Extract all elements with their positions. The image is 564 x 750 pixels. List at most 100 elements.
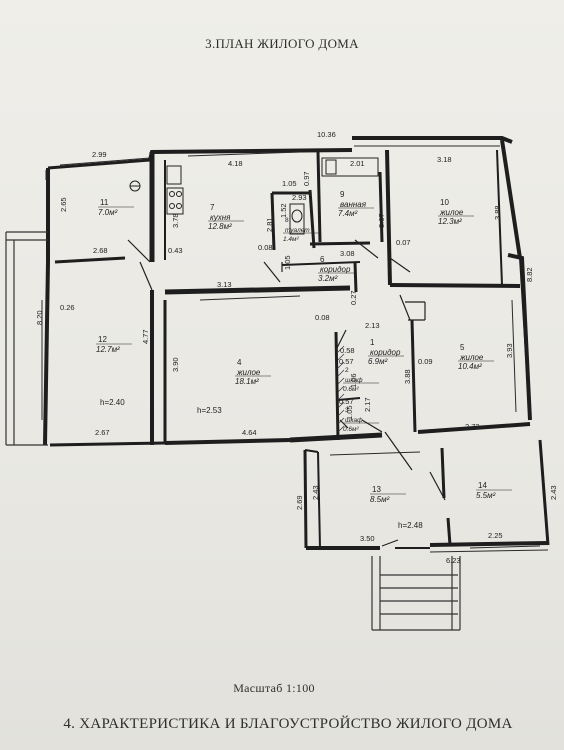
dimension-label: 0.07: [396, 238, 411, 247]
room-area: 12.7м²: [96, 345, 120, 354]
dimension-label: 0.57: [339, 357, 354, 366]
doors: [127, 239, 446, 547]
room-number: 4: [237, 358, 242, 367]
room-name: кухня: [210, 213, 231, 222]
room-area: 5.5м²: [476, 491, 496, 500]
room-name: жилое: [459, 353, 484, 362]
dimension-label: 2.93: [292, 193, 307, 202]
dimension-label: 4.64: [242, 428, 257, 437]
room-name: шкаф: [345, 377, 363, 384]
dimension-label: 2.01: [350, 159, 365, 168]
room-area: 1.4м²: [283, 236, 299, 243]
dimension-label: 0.57: [339, 397, 354, 406]
room-number: 9: [340, 190, 345, 199]
dimension-label: 3.93: [505, 343, 514, 358]
dimension-label: 1.52: [279, 203, 288, 218]
room-area: 10.4м²: [458, 362, 482, 371]
dimension-label: 2.65: [59, 197, 68, 212]
dimension-label: 3.18: [437, 155, 452, 164]
dimension-label: 0.08: [258, 243, 273, 252]
window-lines: [41, 145, 549, 553]
room-number: 6: [320, 255, 325, 264]
room-name: жилое: [439, 208, 464, 217]
dimension-label: 0.58: [340, 346, 355, 355]
dimension-label: 2.25: [488, 531, 503, 540]
dimension-label: 1.05: [283, 255, 292, 270]
room-number: 2: [345, 367, 349, 374]
room-area: 0.6м²: [343, 426, 359, 433]
room-name: коридор: [320, 265, 351, 274]
dimension-label: 6.23: [446, 556, 461, 565]
dimension-label: 1.06: [349, 373, 358, 388]
dimension-label: 8.20: [35, 310, 44, 325]
dimension-label: 2.81: [265, 217, 274, 232]
room-number: 5: [460, 343, 465, 352]
room-area: 12.3м²: [438, 217, 462, 226]
dimension-label: 3.13: [217, 280, 232, 289]
closet-hatch: [337, 345, 345, 433]
dimension-label: 2.69: [295, 495, 304, 510]
room-area: 18.1м²: [235, 377, 259, 386]
toilet-fixture: [289, 203, 305, 235]
room-area: 8.5м²: [370, 495, 390, 504]
room-name: ванная: [340, 200, 367, 209]
dimension-label: 2.73: [465, 422, 480, 431]
dimension-label: 2.13: [365, 321, 380, 330]
room-number: 12: [98, 335, 107, 344]
dimension-label: 2.67: [95, 428, 110, 437]
dimension-label: 2.99: [92, 150, 107, 159]
room-name: шкаф: [345, 417, 363, 424]
dimension-label: 2.68: [93, 246, 108, 255]
page-title: 3.ПЛАН ЖИЛОГО ДОМА: [205, 36, 359, 51]
room-area: 7.0м²: [98, 208, 118, 217]
dimension-label: 8.82: [525, 267, 534, 282]
dimension-label: 2.43: [549, 485, 558, 500]
room-area: 3.2м²: [318, 274, 338, 283]
room-area: 7.4м²: [338, 209, 358, 218]
dimension-label: 0.09: [418, 357, 433, 366]
room-number: 1: [370, 338, 375, 347]
ceiling-height: h=2.48: [398, 521, 423, 530]
dimension-label: 3.88: [403, 369, 412, 384]
dimension-label: 2.43: [311, 485, 320, 500]
room-number: 11: [100, 198, 109, 207]
plan-labels: 117.0м²7кухня12.8м²8туалет1.4м²9ванная7.…: [35, 130, 558, 565]
dimension-label: 3.08: [340, 249, 355, 258]
room-number: 14: [478, 481, 487, 490]
dimension-label: 0.27: [349, 290, 358, 305]
room-area: 12.8м²: [208, 222, 232, 231]
walls: [43, 136, 550, 550]
dimension-label: 0.26: [60, 303, 75, 312]
kitchen-stove: [166, 165, 184, 215]
heater-symbol: [129, 180, 141, 192]
room-name: туалет: [285, 227, 310, 234]
ceiling-height: h=2.53: [197, 406, 222, 415]
scale-note: Масштаб 1:100: [233, 681, 315, 695]
dimension-label: 3.88: [493, 205, 502, 220]
room-number: 8: [285, 217, 289, 224]
entrance-stairs: [371, 556, 461, 631]
dimension-label: 1.05: [282, 179, 297, 188]
dimension-label: 3.50: [360, 534, 375, 543]
room-name: коридор: [370, 348, 401, 357]
dimension-label: 0.43: [168, 246, 183, 255]
dimension-label: 10.36: [317, 130, 336, 139]
dimension-label: 3.90: [171, 357, 180, 372]
next-section-heading: 4. ХАРАКТЕРИСТИКА И БЛАГОУСТРОЙСТВО ЖИЛО…: [63, 716, 513, 732]
dimension-label: 4.18: [228, 159, 243, 168]
bath-fixture: [321, 157, 379, 177]
room-number: 10: [440, 198, 449, 207]
dimension-label: 3.78: [171, 213, 180, 228]
dimension-label: 4.77: [141, 329, 150, 344]
dimension-label: 2.17: [363, 397, 372, 412]
ceiling-height: h=2.40: [100, 398, 125, 407]
dimension-label: 0.97: [302, 171, 311, 186]
room-area: 6.9м²: [368, 357, 388, 366]
dimension-label: 0.08: [315, 313, 330, 322]
left-porch: [5, 231, 48, 446]
dimension-label: 1.05: [345, 405, 354, 420]
room-number: 3: [345, 407, 349, 414]
room-number: 13: [372, 485, 381, 494]
